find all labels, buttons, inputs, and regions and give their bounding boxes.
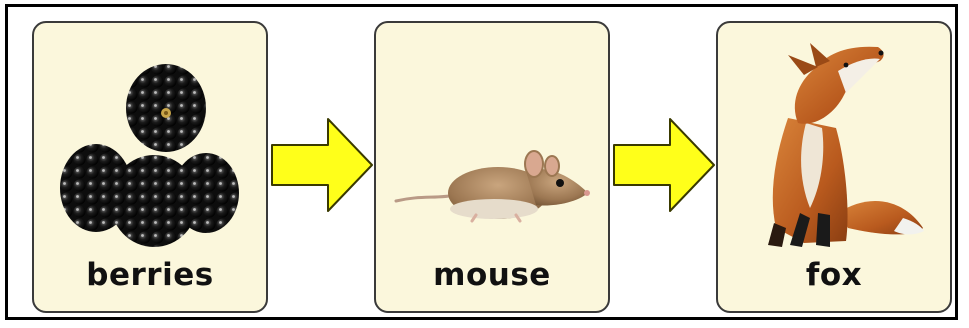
- mouse-icon: [376, 23, 608, 253]
- fox-icon: [718, 23, 950, 253]
- card-berries: berries: [32, 21, 268, 313]
- arrow-right-icon: [612, 115, 718, 215]
- label-mouse: mouse: [376, 257, 608, 293]
- blackberries-icon: [34, 23, 266, 253]
- card-fox: fox: [716, 21, 952, 313]
- label-berries: berries: [34, 257, 266, 293]
- arrow-right-icon: [270, 115, 376, 215]
- food-chain-diagram: berries mouse: [5, 4, 958, 320]
- label-fox: fox: [718, 257, 950, 293]
- card-mouse: mouse: [374, 21, 610, 313]
